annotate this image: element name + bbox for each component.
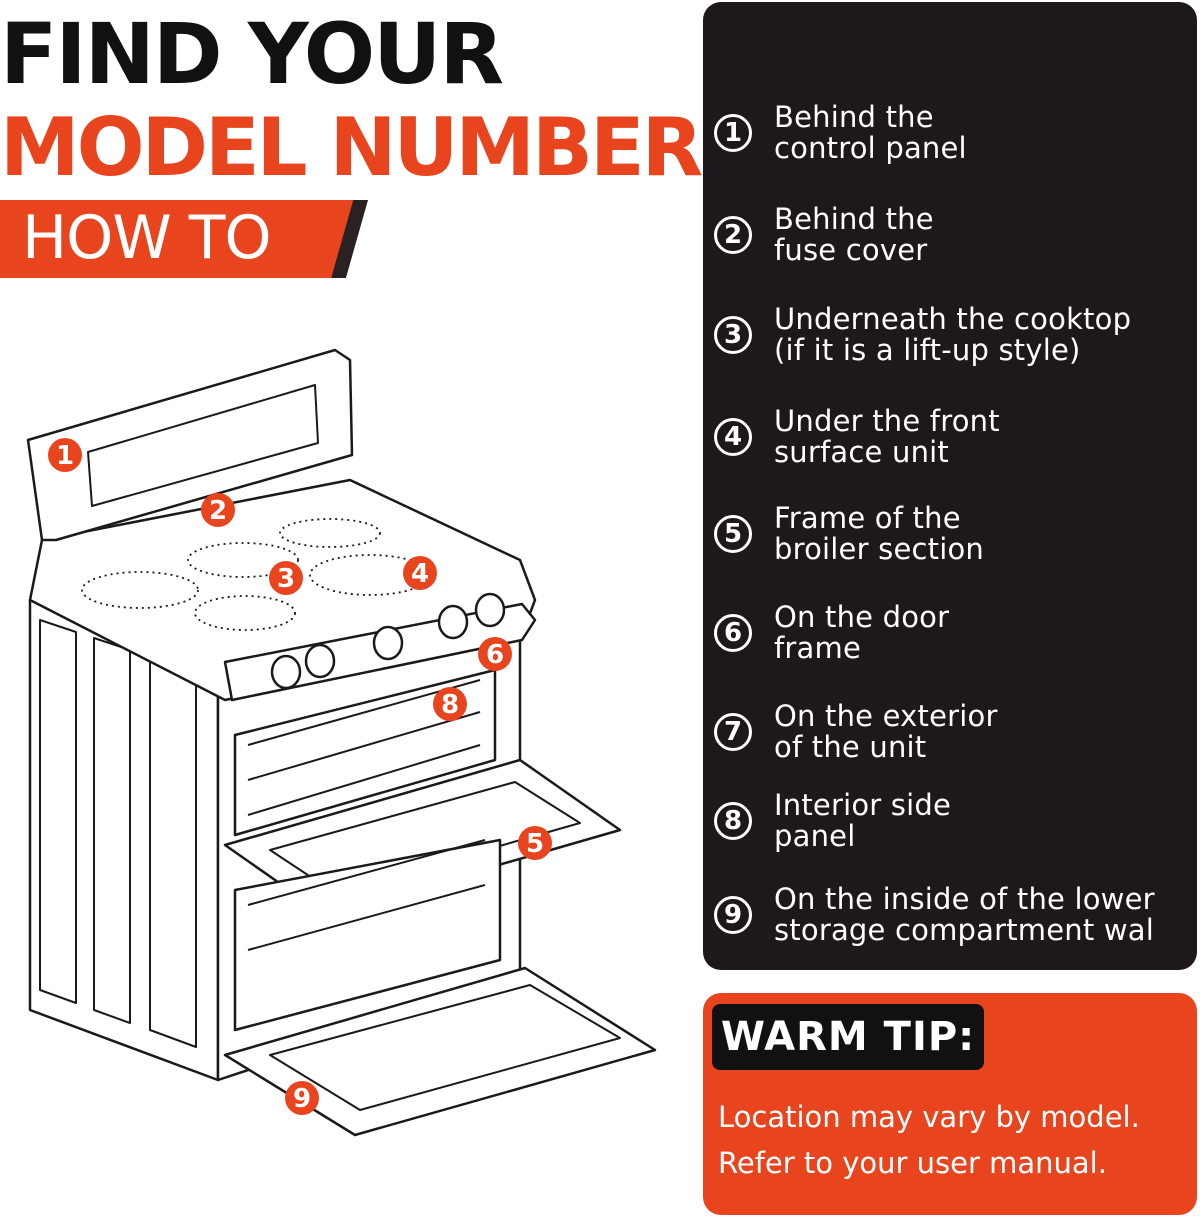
- marker-2: 2: [201, 493, 235, 527]
- number-1-icon: 1: [714, 114, 752, 152]
- how-to-banner: [0, 200, 368, 278]
- location-item-5: 5 Frame of the broiler section: [714, 503, 984, 565]
- warm-tip-line-1: Location may vary by model.: [718, 1100, 1140, 1134]
- location-item-2: 2 Behind the fuse cover: [714, 204, 934, 266]
- svg-text:5: 5: [526, 829, 544, 859]
- number-4-icon: 4: [714, 418, 752, 456]
- location-text: Interior side panel: [774, 788, 952, 853]
- svg-text:3: 3: [277, 564, 295, 594]
- how-to-label: HOW TO: [22, 203, 272, 273]
- location-item-7: 7 On the exterior of the unit: [714, 701, 998, 763]
- locations-panel: [703, 2, 1197, 970]
- number-8-icon: 8: [714, 802, 752, 840]
- location-item-9: 9 On the inside of the lower storage com…: [714, 884, 1155, 946]
- title-line-1: FIND YOUR: [0, 5, 504, 103]
- title-line-2: MODEL NUMBER?: [0, 101, 747, 194]
- warm-tip-label: WARM TIP:: [720, 1014, 976, 1060]
- svg-text:9: 9: [293, 1084, 311, 1114]
- location-text: Under the front surface unit: [774, 404, 1000, 469]
- marker-9: 9: [285, 1081, 319, 1115]
- marker-3: 3: [269, 561, 303, 595]
- location-text: Behind the control panel: [774, 100, 967, 165]
- svg-text:8: 8: [441, 690, 459, 720]
- location-text: Underneath the cooktop (if it is a lift-…: [774, 302, 1132, 367]
- warm-tip-label-background: [712, 1004, 984, 1070]
- marker-4: 4: [403, 556, 437, 590]
- location-text: On the door frame: [774, 600, 950, 665]
- location-text: Behind the fuse cover: [774, 202, 934, 267]
- number-7-icon: 7: [714, 713, 752, 751]
- location-item-3: 3 Underneath the cooktop (if it is a lif…: [714, 304, 1131, 366]
- marker-5: 5: [518, 826, 552, 860]
- marker-1: 1: [48, 438, 82, 472]
- location-item-6: 6 On the door frame: [714, 602, 949, 664]
- number-3-icon: 3: [714, 316, 752, 354]
- location-text: On the inside of the lower storage compa…: [774, 882, 1155, 947]
- svg-text:6: 6: [486, 640, 504, 670]
- location-item-8: 8 Interior side panel: [714, 790, 951, 852]
- number-6-icon: 6: [714, 614, 752, 652]
- warm-tip-line-2: Refer to your user manual.: [718, 1146, 1107, 1180]
- svg-text:1: 1: [56, 441, 74, 471]
- location-text: On the exterior of the unit: [774, 699, 998, 764]
- number-2-icon: 2: [714, 216, 752, 254]
- location-item-4: 4 Under the front surface unit: [714, 406, 1000, 468]
- location-item-1: 1 Behind the control panel: [714, 102, 967, 164]
- marker-8: 8: [433, 687, 467, 721]
- svg-text:4: 4: [411, 559, 429, 589]
- stove-illustration: 1 2 3 4 5 6 8 9: [26, 348, 657, 1137]
- svg-text:2: 2: [209, 496, 227, 526]
- marker-6: 6: [478, 637, 512, 671]
- number-9-icon: 9: [714, 896, 752, 934]
- location-text: Frame of the broiler section: [774, 501, 984, 566]
- number-5-icon: 5: [714, 515, 752, 553]
